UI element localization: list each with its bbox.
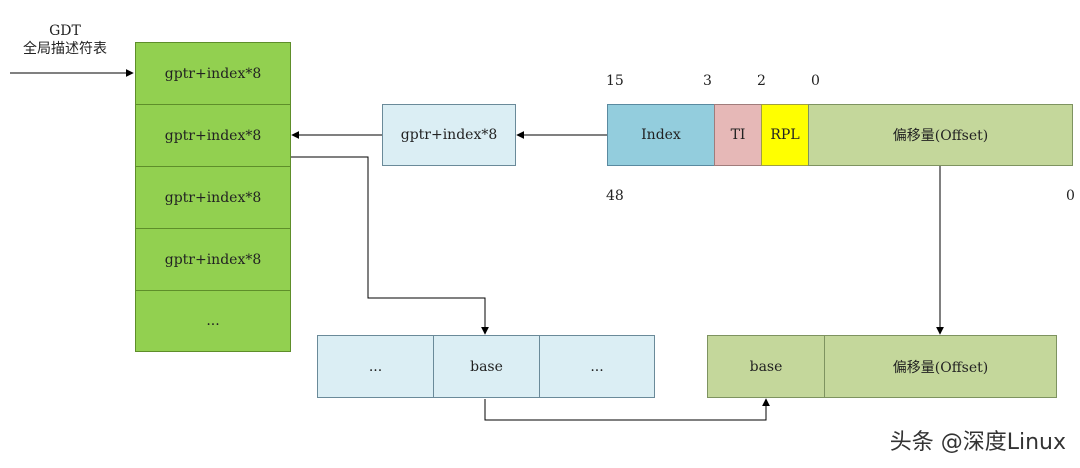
arrow-base-to-linear [484,398,770,421]
gdt-title-line2: 全局描述符表 [23,41,107,57]
gdt-cell-4: gptr+index*8 [135,228,291,291]
linear-offset: 偏移量(Offset) [824,335,1057,398]
bit-label-2: 2 [757,73,766,89]
gdt-title: GDT 全局描述符表 [0,22,130,58]
intermediate-box: gptr+index*8 [382,104,516,166]
gdt-cell-1: gptr+index*8 [135,42,291,105]
gdt-cell-ellipsis: ... [135,290,291,352]
selector-index: Index [607,104,715,166]
gdt-cell-2: gptr+index*8 [135,104,291,167]
bit-label-0-bottom: 0 [1066,188,1075,204]
watermark: 头条 @深度Linux [889,430,1066,455]
arrow-gdt-to-descriptor [290,156,489,335]
bit-label-48: 48 [606,188,624,204]
selector-ti: TI [714,104,762,166]
bit-label-15: 15 [606,73,624,89]
bit-label-0-top: 0 [811,73,820,89]
descriptor-base: base [433,335,540,398]
selector-offset: 偏移量(Offset) [808,104,1073,166]
bit-label-3: 3 [703,73,712,89]
selector-rpl: RPL [761,104,809,166]
descriptor-left: ... [317,335,434,398]
descriptor-right: ... [539,335,655,398]
gdt-title-line1: GDT [49,23,81,39]
gdt-cell-3: gptr+index*8 [135,166,291,229]
linear-base: base [707,335,825,398]
